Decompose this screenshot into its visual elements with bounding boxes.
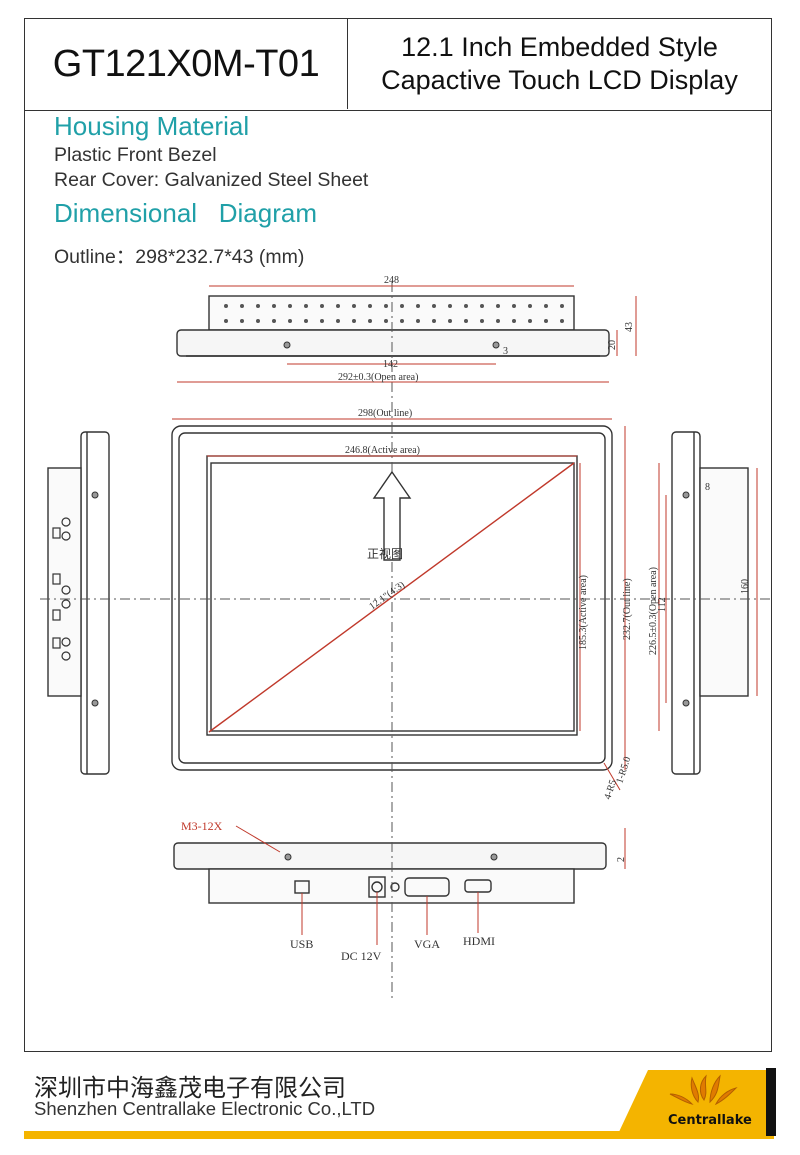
up-arrow: [372, 470, 412, 561]
subtitle-line-2: Capactive Touch LCD Display: [381, 65, 738, 95]
centrallake-logo: Centrallake: [618, 1068, 776, 1136]
label-dc: DC 12V: [341, 949, 382, 963]
label-side-height2: 160: [740, 579, 751, 594]
spec-sheet: GT121X0M-T01 12.1 Inch Embedded Style Ca…: [24, 18, 772, 1052]
side-connectors: [52, 517, 71, 661]
label-top-depth2: 20: [607, 340, 618, 350]
label-side-small: 8: [705, 482, 710, 493]
label-front-view: 正视图: [367, 546, 403, 561]
label-top-open: 292±0.3(Open area): [338, 372, 418, 383]
company-name-chinese: 深圳市中海鑫茂电子有限公司: [34, 1074, 346, 1102]
label-diagonal: 12.1"(4:3): [367, 579, 407, 612]
footer-accent-bar: [24, 1131, 774, 1139]
label-screw: M3-12X: [181, 819, 223, 833]
housing-line-1: Plastic Front Bezel: [54, 144, 217, 166]
label-open-height: 226.5±0.3(Open area): [648, 567, 659, 655]
housing-line-2: Rear Cover: Galvanized Steel Sheet: [54, 169, 369, 191]
housing-heading: Housing Material: [54, 111, 250, 141]
right-side-view: [671, 431, 749, 775]
product-subtitle: 12.1 Inch Embedded Style Capactive Touch…: [348, 19, 771, 109]
outline-dimensions: Outline：298*232.7*43 (mm): [54, 246, 305, 268]
logo-text: Centrallake: [668, 1113, 752, 1128]
label-active-width: 246.8(Active area): [345, 445, 420, 456]
label-top-small: 3: [503, 346, 508, 357]
label-outline-height: 232.7(Out line): [622, 578, 633, 640]
label-side-height: 112: [657, 597, 668, 612]
model-number: GT121X0M-T01: [25, 19, 348, 109]
subtitle-line-1: 12.1 Inch Embedded Style: [401, 32, 718, 62]
label-hdmi: HDMI: [463, 934, 495, 948]
port-labels: M3-12X USB DC 12V VGA HDMI: [181, 819, 495, 963]
diagram-heading: Dimensional Diagram: [54, 198, 317, 228]
label-corner-r1: 1-R5.0: [614, 755, 633, 785]
label-top-depth: 43: [624, 322, 635, 332]
left-side-view: [47, 431, 110, 775]
label-vga: VGA: [414, 937, 440, 951]
label-outline-width: 298(Out line): [358, 408, 412, 419]
label-top-width: 248: [384, 275, 399, 286]
center-lines: [40, 282, 770, 1000]
label-active-height: 185.3(Active area): [578, 575, 589, 650]
label-top-center: 142: [383, 359, 398, 370]
label-corner-r2: 4-R5: [602, 779, 619, 801]
bottom-view: [173, 842, 607, 904]
screw-markers: [91, 341, 690, 861]
title-row: GT121X0M-T01 12.1 Inch Embedded Style Ca…: [25, 19, 771, 111]
company-name-english: Shenzhen Centrallake Electronic Co.,LTD: [34, 1098, 376, 1119]
label-bottom-small: 2: [616, 857, 627, 862]
dimension-lines: [172, 285, 758, 945]
label-usb: USB: [290, 937, 313, 951]
vent-holes: [224, 304, 564, 323]
